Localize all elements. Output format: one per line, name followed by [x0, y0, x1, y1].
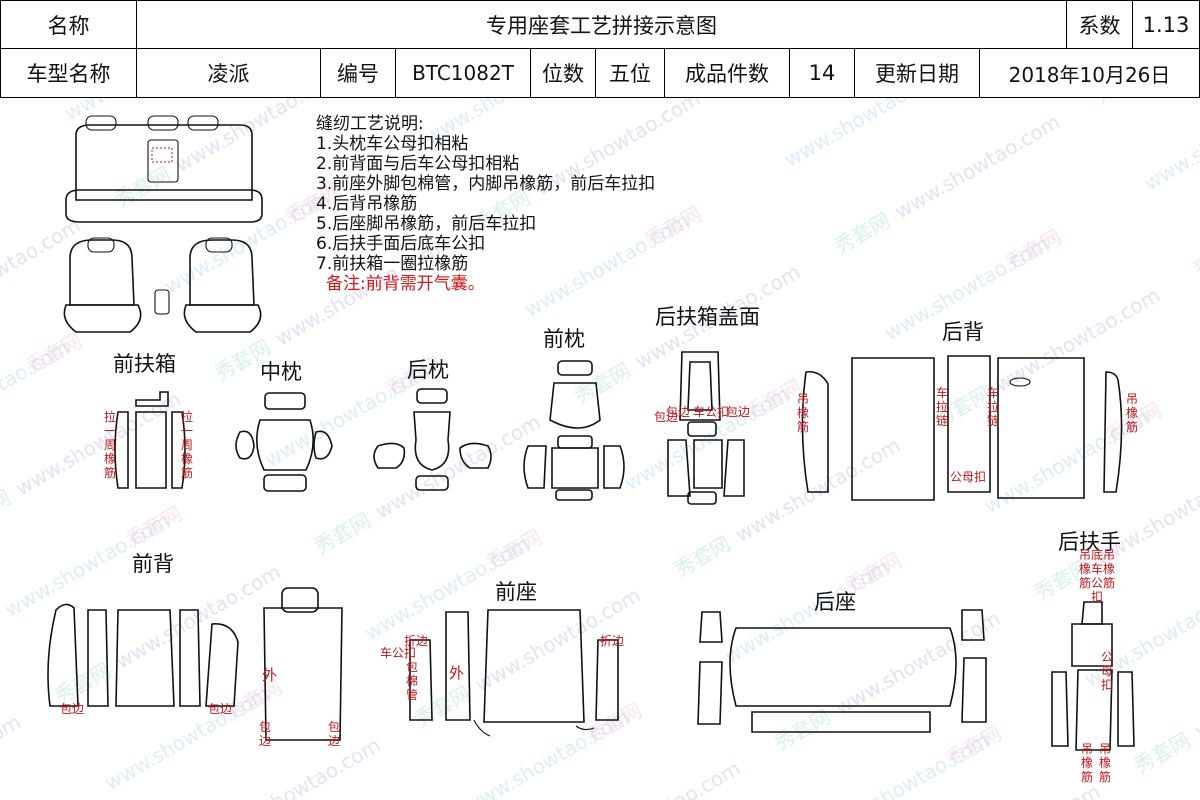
section-middle-pillow: 中枕: [260, 360, 302, 384]
annotation: 吊橡筋: [1098, 742, 1111, 784]
sewing-notes: 缝纫工艺说明: 1.头枕车公母扣相粘 2.前背面与后车公母扣相粘 3.前座外脚包…: [316, 114, 655, 294]
date-label: 更新日期: [854, 48, 980, 98]
annotation: 车公扣: [693, 405, 730, 419]
seat-overview-illustration: [63, 115, 263, 333]
seats-value: 五位: [595, 48, 665, 98]
annotation: 吊橡筋: [1078, 548, 1091, 590]
date-value: 2018年10月26日: [979, 48, 1200, 98]
notes-heading: 缝纫工艺说明:: [316, 114, 424, 134]
front-armbox-pieces: [114, 391, 186, 489]
front-seat-pieces: [409, 609, 619, 737]
annotation: 外: [449, 664, 465, 682]
front-back-pieces: [47, 587, 343, 741]
annotation: 车公扣: [380, 646, 417, 660]
section-rear-back: 后背: [942, 320, 984, 344]
section-rear-armbox-cover: 后扶箱盖面: [655, 305, 760, 329]
annotation: 包边: [258, 720, 271, 748]
annotation: 包棉管: [405, 660, 418, 702]
note-item: 7.前扶箱一圈拉橡筋: [316, 254, 469, 274]
section-rear-pillow: 后枕: [407, 358, 449, 382]
rear-pillow-pieces: [373, 388, 492, 491]
section-rear-armrest: 后扶手: [1058, 530, 1121, 554]
annotation: 吊橡筋: [796, 392, 809, 434]
code-value: BTC1082T: [395, 48, 531, 98]
annotation: 吊橡筋: [1102, 548, 1115, 590]
section-front-pillow: 前枕: [543, 327, 585, 351]
note-item: 2.前背面与后车公母扣相粘: [316, 154, 520, 174]
annotation: 公母扣: [1100, 650, 1113, 692]
notes-remark: 备注:前背需开气囊。: [326, 274, 485, 294]
rear-seat-pieces: [697, 609, 987, 733]
section-front-back: 前背: [132, 552, 174, 576]
annotation: 底车公扣: [1090, 548, 1103, 604]
seats-label: 位数: [530, 48, 596, 98]
annotation: 包边: [666, 405, 691, 419]
annotation: 包边: [726, 405, 751, 419]
model-label: 车型名称: [0, 48, 137, 98]
annotation: 车拉链: [986, 386, 999, 428]
annotation: 吊橡筋: [1125, 392, 1138, 434]
annotation: 折边: [600, 634, 625, 648]
annotation: 包边: [60, 702, 85, 716]
note-item: 3.前座外脚包棉管，内脚吊橡筋，前后车拉扣: [316, 174, 656, 194]
annotation: 包边: [208, 702, 233, 716]
middle-pillow-pieces: [235, 392, 333, 492]
annotation: 拉一周橡筋: [180, 410, 193, 480]
note-item: 5.后座脚吊橡筋，前后车拉扣: [316, 214, 537, 234]
pieces-value: 14: [789, 48, 855, 98]
header-table: 名称 专用座套工艺拼接示意图 系数 1.13 车型名称 凌派 编号 BTC108…: [0, 0, 1200, 98]
section-front-seat: 前座: [495, 580, 537, 604]
front-pillow-pieces: [523, 360, 625, 501]
annotation: 拉一周橡筋: [103, 410, 116, 480]
annotation: 包边: [654, 410, 679, 424]
model-value: 凌派: [136, 48, 321, 98]
note-item: 4.后背吊橡筋: [316, 194, 418, 214]
rear-armbox-cover-pieces: [667, 351, 745, 505]
annotation: 包边: [327, 720, 340, 748]
annotation: 车拉链: [935, 386, 948, 428]
note-item: 1.头枕车公母扣相粘: [316, 134, 469, 154]
note-item: 6.后扶手面后底车公扣: [316, 234, 486, 254]
section-front-armbox: 前扶箱: [113, 352, 176, 376]
annotation: 吊橡筋: [1080, 742, 1093, 784]
rear-armrest-pieces: [1051, 601, 1135, 751]
annotation: 折边: [404, 634, 429, 648]
annotation: 公母扣: [950, 470, 987, 484]
rear-back-pieces: [801, 355, 1123, 501]
section-rear-seat: 后座: [814, 590, 856, 614]
annotation: 外: [262, 666, 278, 684]
